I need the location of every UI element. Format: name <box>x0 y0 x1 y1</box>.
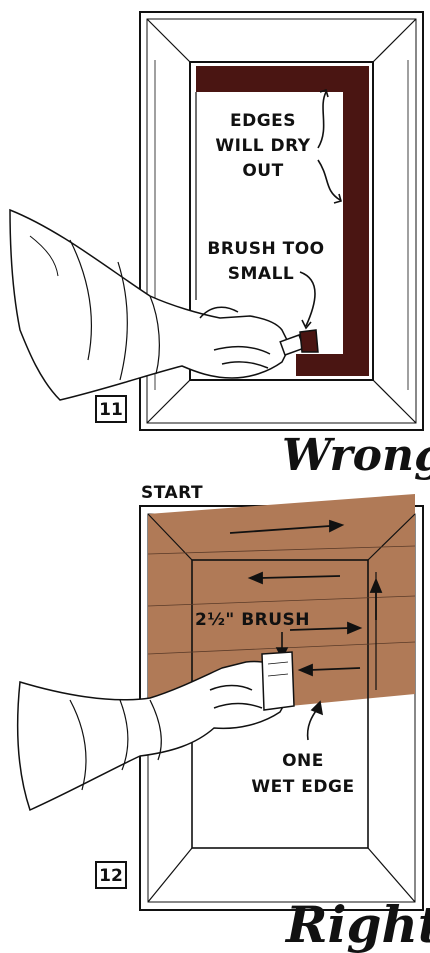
figure-number-12: 12 <box>96 862 126 888</box>
verdict-right: Right <box>284 895 430 953</box>
wet-edge-arrow <box>308 702 322 740</box>
figure-number-11-text: 11 <box>99 400 123 420</box>
panel-right: START <box>18 483 430 953</box>
figure-number-12-text: 12 <box>99 866 123 886</box>
start-label: START <box>141 483 203 503</box>
brush-arrow <box>300 272 315 328</box>
label-brush-line2: SMALL <box>228 264 294 284</box>
wet-edge-line1: ONE <box>282 751 324 771</box>
panel-wrong: EDGES WILL DRY OUT BRUSH TOO SMALL <box>10 12 430 481</box>
wet-edge-line2: WET EDGE <box>251 777 354 797</box>
label-edges-line1: EDGES <box>230 111 296 131</box>
label-edges-line2: WILL DRY <box>215 136 310 156</box>
label-edges-line3: OUT <box>242 161 283 181</box>
edges-arrows <box>318 90 341 203</box>
figure-number-11: 11 <box>96 396 126 422</box>
label-brush-line1: BRUSH TOO <box>207 239 324 259</box>
verdict-wrong: Wrong <box>282 430 430 481</box>
brush-size-label: 2½" BRUSH <box>195 610 310 630</box>
